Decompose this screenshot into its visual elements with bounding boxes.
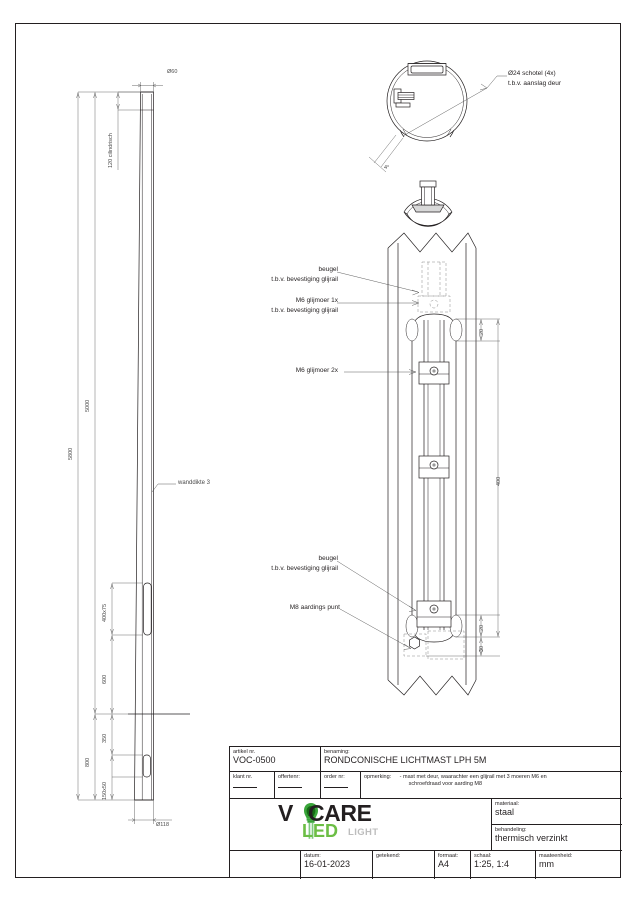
tb-opmerking-line2: schroefdraad voor aarding M8 xyxy=(408,781,483,788)
callout-beugel-bottom-line2: t.b.v. bevestiging glijrail xyxy=(271,565,338,572)
tb-schaal-cell: schaal: 1:25, 1:4 xyxy=(471,851,536,879)
tb-logo-cell xyxy=(230,799,492,851)
dim-diameter-top: Ø60 xyxy=(167,69,178,75)
tb-datum-label: datum: xyxy=(304,852,321,859)
door-detail-dimension-lines xyxy=(426,318,500,657)
callout-m6-1x-line1: M6 glijmoer 1x xyxy=(295,297,338,304)
dim-detail-bot-20: 20 xyxy=(479,624,485,631)
door-detail-geometry xyxy=(336,232,477,696)
tb-formaat-cell: formaat: A4 xyxy=(435,851,471,879)
tb-opmerking-line1: - mast met deur, waarachter een glijrail… xyxy=(399,773,547,780)
tb-order-nr-label: order nr: xyxy=(324,773,345,780)
logo-text-light: LIGHT xyxy=(348,827,379,838)
tb-benaming-value: RONDCONISCHE LICHTMAST LPH 5M xyxy=(324,755,487,766)
tb-behandeling-cell: behandeling: thermisch verzinkt xyxy=(492,825,622,851)
glijmoer-detail-view xyxy=(403,180,453,227)
top-circular-section-view xyxy=(368,60,507,173)
tb-offertenr-blank xyxy=(278,786,302,788)
title-block: artikel nr. VOC-0500 benaming: RONDCONIS… xyxy=(229,746,622,879)
dim-small-opening: 150x50 xyxy=(102,781,108,800)
tb-opmerking-label: opmerking: xyxy=(364,773,392,780)
glijmoer-block-lower xyxy=(418,455,450,479)
tb-maateenheid-value: mm xyxy=(539,859,554,870)
callout-beugel-top-line2: t.b.v. bevestiging glijrail xyxy=(271,276,338,283)
dim-total-height: 5800 xyxy=(68,447,74,460)
tb-artikel-nr-cell: artikel nr. VOC-0500 xyxy=(230,747,321,772)
tb-offertenr-label: offertenr: xyxy=(278,773,300,780)
callout-beugel-bottom-line1: beugel xyxy=(318,555,338,562)
tb-maateenheid-label: maateenheid: xyxy=(539,852,573,859)
m8-earthing-point xyxy=(403,630,465,660)
tb-order-nr-cell: order nr: xyxy=(321,772,361,799)
tb-behandeling-label: behandeling: xyxy=(495,826,527,833)
tb-artikel-nr-label: artikel nr. xyxy=(233,748,256,755)
tb-klant-nr-blank xyxy=(233,786,257,788)
glijmoer-block-upper xyxy=(418,361,450,385)
tb-behandeling-value: thermisch verzinkt xyxy=(495,833,568,844)
annotation-wall-thickness: wanddikte 3 xyxy=(178,480,211,486)
tb-artikel-nr-value: VOC-0500 xyxy=(233,755,276,766)
dim-below-door: 600 xyxy=(102,674,108,684)
tb-materiaal-label: materiaal: xyxy=(495,800,520,807)
logo-text-led: LED xyxy=(302,821,338,841)
tb-opmerking-cell: opmerking: - mast met deur, waarachter e… xyxy=(361,772,622,799)
angle-mark-label: 4° xyxy=(384,165,390,171)
tb-klant-nr-label: klant nr. xyxy=(233,773,253,780)
dim-base-800: 800 xyxy=(85,757,91,767)
dim-door-opening: 400x75 xyxy=(102,603,108,622)
led-bulb-icon xyxy=(304,803,318,839)
dim-detail-bot-30: 30 xyxy=(479,645,485,652)
callout-schotel-line2: t.b.v. aanslag deur xyxy=(508,80,561,87)
callout-schotel-line1: Ø24 schotel (4x) xyxy=(508,70,556,77)
beugel-top-hidden xyxy=(417,261,451,313)
tb-benaming-cell: benaming: RONDCONISCHE LICHTMAST LPH 5M xyxy=(321,747,622,772)
dim-height-5000: 5000 xyxy=(85,399,91,412)
tb-getekend-label: getekend: xyxy=(376,852,401,859)
mast-elevation-geometry xyxy=(128,91,190,801)
elevation-dimension-lines xyxy=(76,82,176,824)
tb-schaal-label: schaal: xyxy=(474,852,492,859)
dim-350: 350 xyxy=(102,733,108,743)
dim-detail-400: 400 xyxy=(496,476,502,486)
tb-order-nr-blank xyxy=(324,786,348,788)
tb-schaal-value: 1:25, 1:4 xyxy=(474,859,510,870)
tb-offertenr-cell: offertenr: xyxy=(275,772,321,799)
tb-formaat-label: formaat: xyxy=(438,852,459,859)
tb-formaat-value: A4 xyxy=(438,859,450,870)
dim-cylindrical-top: 120 cilindrisch xyxy=(108,133,114,168)
callout-beugel-top-line1: beugel xyxy=(318,266,338,273)
dim-diameter-base: Ø118 xyxy=(156,822,170,828)
callout-m6-2x: M6 glijmoer 2x xyxy=(295,367,338,374)
tb-klant-nr-cell: klant nr. xyxy=(230,772,275,799)
tb-materiaal-value: staal xyxy=(495,807,515,818)
tb-materiaal-cell: materiaal: staal xyxy=(492,799,622,825)
callout-m6-1x-line2: t.b.v. bevestiging glijrail xyxy=(271,307,338,314)
dim-detail-top-20: 20 xyxy=(479,328,485,335)
tb-datum-value: 16-01-2023 xyxy=(304,859,351,870)
tb-getekend-cell: getekend: xyxy=(373,851,435,879)
tb-benaming-label: benaming: xyxy=(324,748,350,755)
tb-empty-cell xyxy=(230,851,301,879)
glijmoer-in-section xyxy=(393,88,415,108)
beugel-bottom-block xyxy=(416,600,452,628)
tb-maateenheid-cell: maateenheid: mm xyxy=(536,851,622,879)
tb-datum-cell: datum: 16-01-2023 xyxy=(301,851,373,879)
callout-m8-earthing: M8 aardings punt xyxy=(289,604,340,611)
